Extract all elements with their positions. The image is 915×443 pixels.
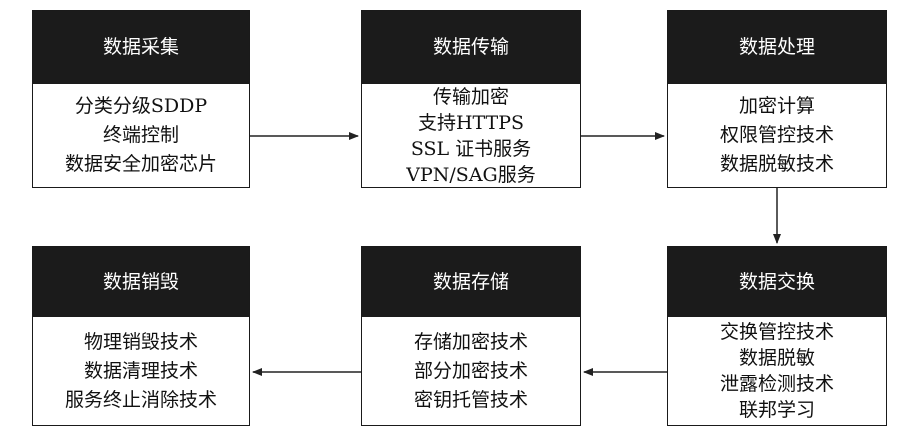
stage-items-store: 存储加密技术 部分加密技术 密钥托管技术 <box>362 317 580 425</box>
stage-item: 数据清理技术 <box>83 359 198 382</box>
stage-title-store: 数据存储 <box>362 247 580 317</box>
stage-items-collect: 分类分级SDDP 终端控制 数据安全加密芯片 <box>33 84 249 187</box>
stage-title-destroy: 数据销毁 <box>33 247 249 317</box>
stage-item: 传输加密 <box>432 85 509 108</box>
stage-item: 交换管控技术 <box>719 321 834 343</box>
stage-title-transfer: 数据传输 <box>362 11 580 84</box>
stage-title-exchange: 数据交换 <box>668 247 886 317</box>
stage-process: 数据处理 加密计算 权限管控技术 数据脱敏技术 <box>667 10 887 188</box>
stage-store: 数据存储 存储加密技术 部分加密技术 密钥托管技术 <box>361 246 581 426</box>
stage-collect: 数据采集 分类分级SDDP 终端控制 数据安全加密芯片 <box>32 10 250 188</box>
stage-item: 联邦学习 <box>738 399 815 421</box>
stage-item: 分类分级SDDP <box>74 95 208 117</box>
stage-item: 数据脱敏 <box>738 347 815 369</box>
stage-item: 密钥托管技术 <box>413 388 528 411</box>
stage-title-process: 数据处理 <box>668 11 886 84</box>
stage-exchange: 数据交换 交换管控技术 数据脱敏 泄露检测技术 联邦学习 <box>667 246 887 426</box>
stage-item: 泄露检测技术 <box>719 373 834 395</box>
stage-title-collect: 数据采集 <box>33 11 249 84</box>
stage-item: 权限管控技术 <box>719 124 834 146</box>
stage-transfer: 数据传输 传输加密 支持HTTPS SSL 证书服务 VPN/SAG服务 <box>361 10 581 188</box>
stage-items-exchange: 交换管控技术 数据脱敏 泄露检测技术 联邦学习 <box>668 317 886 425</box>
stage-item: 支持HTTPS <box>417 111 525 134</box>
stage-item: SSL 证书服务 <box>410 137 532 160</box>
stage-item: VPN/SAG服务 <box>406 163 536 186</box>
stage-item: 服务终止消除技术 <box>64 388 217 411</box>
stage-item: 加密计算 <box>738 95 815 117</box>
stage-items-process: 加密计算 权限管控技术 数据脱敏技术 <box>668 84 886 187</box>
stage-item: 数据脱敏技术 <box>719 153 834 175</box>
stage-item: 终端控制 <box>102 124 179 146</box>
stage-item: 存储加密技术 <box>413 330 528 353</box>
stage-destroy: 数据销毁 物理销毁技术 数据清理技术 服务终止消除技术 <box>32 246 250 426</box>
stage-items-transfer: 传输加密 支持HTTPS SSL 证书服务 VPN/SAG服务 <box>362 84 580 187</box>
stage-item: 部分加密技术 <box>413 359 528 382</box>
stage-item: 物理销毁技术 <box>83 330 198 353</box>
stage-item: 数据安全加密芯片 <box>64 153 217 175</box>
stage-items-destroy: 物理销毁技术 数据清理技术 服务终止消除技术 <box>33 317 249 425</box>
